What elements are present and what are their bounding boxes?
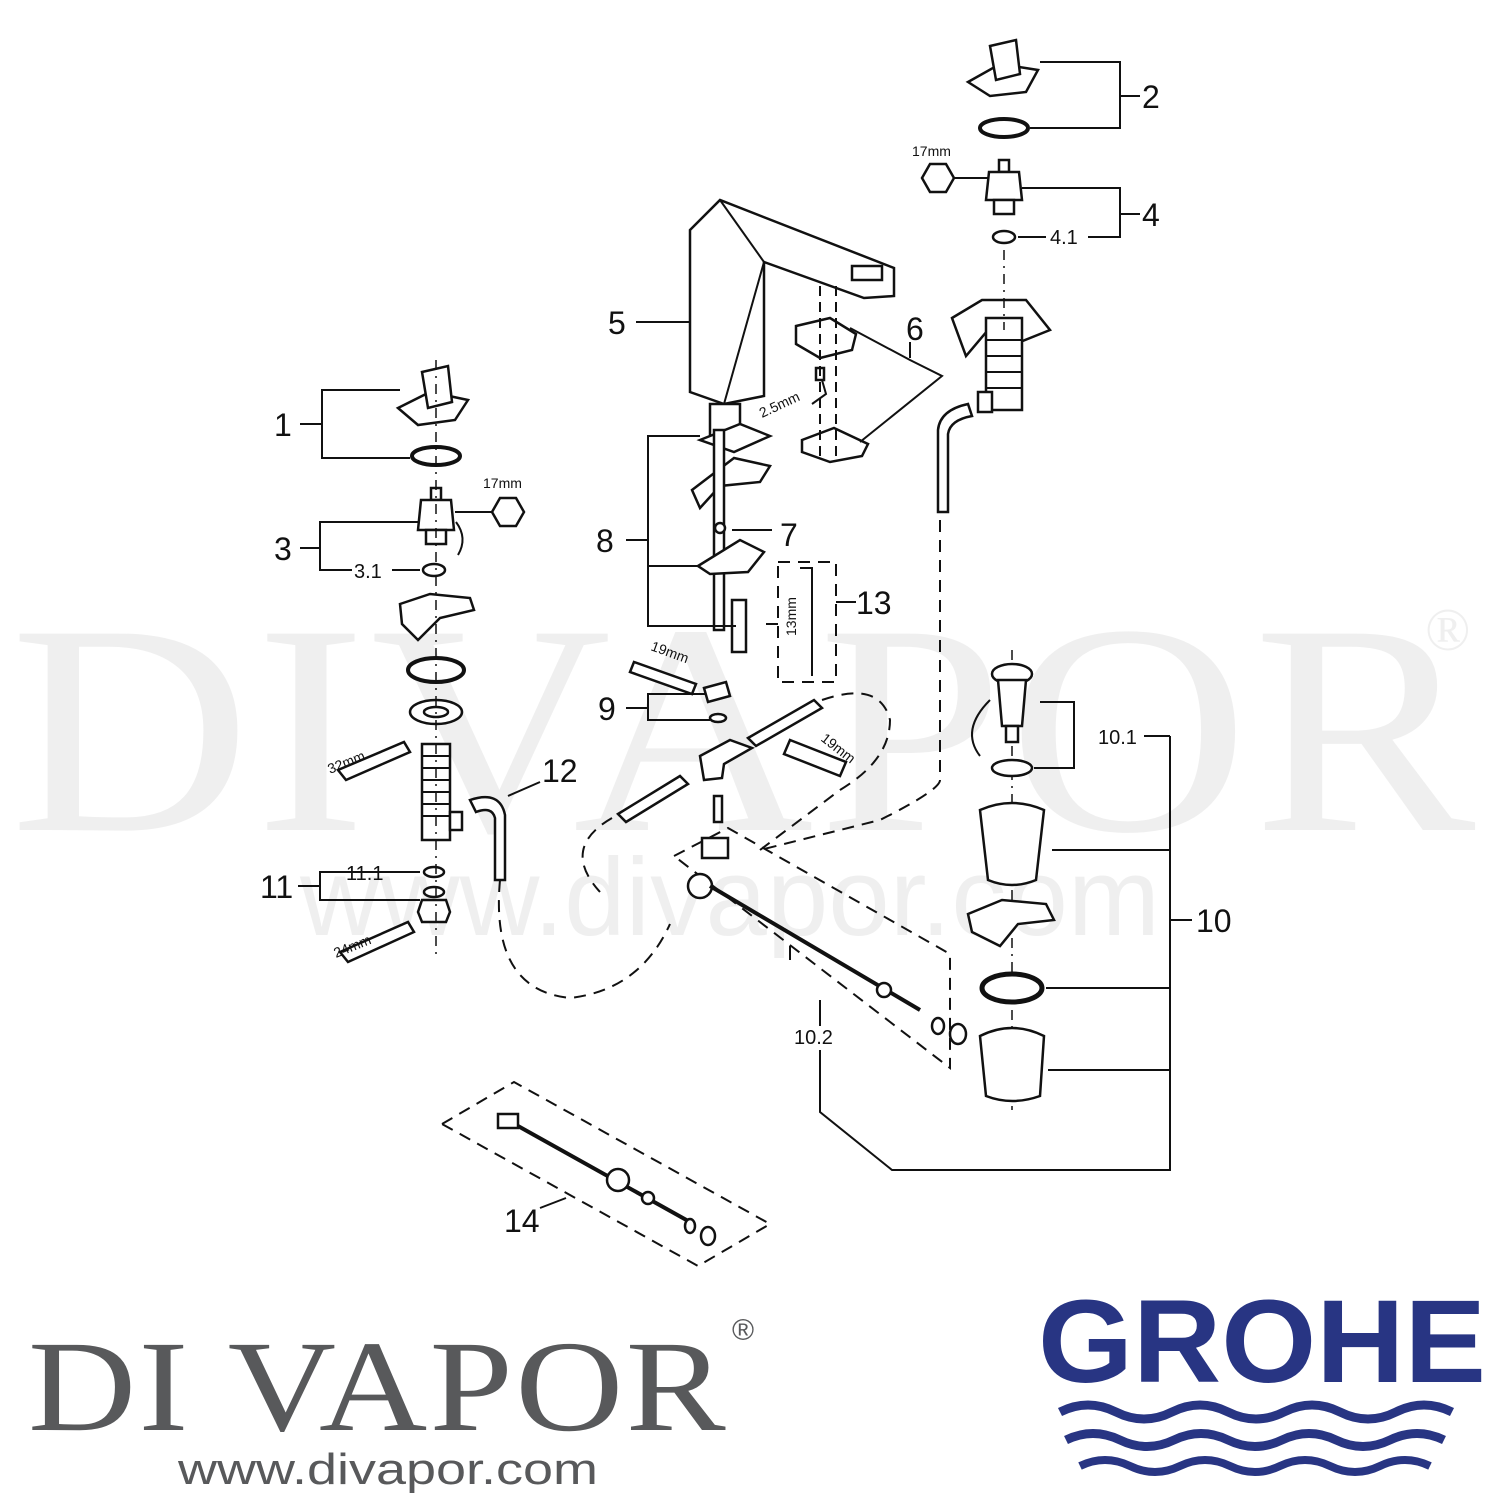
label-part-10-1: 10.1: [1098, 727, 1137, 749]
label-part-3: 3: [274, 531, 292, 567]
label-part-12: 12: [542, 753, 578, 789]
wrench-19mm-right-icon: [782, 738, 848, 778]
left-lock-nut: [416, 898, 452, 924]
allen-key-icon: [811, 379, 828, 405]
grohe-wave-1: [1057, 1400, 1455, 1424]
label-part-9: 9: [598, 691, 616, 727]
right-handle-blade: [988, 38, 1022, 82]
waste-tail: [978, 1026, 1046, 1103]
wrench-32mm-icon: [335, 740, 412, 782]
pop-up-waste-assembly: [672, 662, 1056, 1103]
hose-right-fitting: [745, 698, 825, 748]
brand-url: www.divapor.com: [177, 1445, 598, 1494]
wrench-24mm-icon: [338, 920, 416, 964]
plug-seal: [990, 758, 1034, 778]
popup-plug-stem: [996, 678, 1028, 728]
label-part-13: 13: [856, 585, 892, 621]
tool-17mm-right: 17mm: [912, 143, 951, 159]
waste-escutcheon: [966, 898, 1056, 948]
drive-disc: [686, 872, 714, 900]
hex-nut-9: [702, 680, 732, 704]
grohe-logo: GROHE: [1038, 1276, 1486, 1476]
part-14-kit: [439, 1080, 773, 1268]
sensor-window: [850, 264, 884, 282]
right-cartridge: [984, 170, 1024, 202]
rotate-arrow: [455, 521, 464, 556]
label-part-11-1: 11.1: [346, 863, 383, 885]
spout-escutcheon: [690, 456, 772, 511]
left-hose: [468, 795, 507, 882]
left-lock-washer: [422, 865, 446, 879]
left-handle-blade: [420, 364, 454, 410]
spout-assembly: 2.5mm 19mm 13mm 19mm: [615, 198, 896, 824]
left-cartridge: [416, 498, 456, 532]
label-part-3-1: 3.1: [354, 561, 382, 583]
label-part-8: 8: [596, 523, 614, 559]
waste-gasket: [979, 971, 1045, 1005]
sensor-cover-top: [794, 316, 858, 360]
tool-13mm: 13mm: [783, 597, 799, 636]
label-part-10-2: 10.2: [794, 1027, 833, 1049]
part-7-washer: [713, 521, 727, 535]
label-part-2: 2: [1142, 79, 1160, 115]
leader-lines: [298, 61, 1192, 1209]
grohe-wordmark: GROHE: [1038, 1276, 1486, 1408]
left-escutcheon: [398, 592, 476, 642]
right-small-oring: [991, 229, 1017, 245]
right-oring: [978, 117, 1030, 139]
left-small-oring: [421, 562, 447, 578]
label-part-10: 10: [1196, 903, 1232, 939]
label-part-7: 7: [780, 517, 798, 553]
allen-key-13mm-icon: [800, 567, 813, 676]
label-part-5: 5: [608, 305, 626, 341]
label-part-14: 14: [504, 1203, 540, 1239]
label-part-11: 11: [260, 869, 293, 905]
right-hose: [936, 402, 974, 514]
brand-registered-mark: ®: [732, 1314, 754, 1347]
tool-17mm-left: 17mm: [483, 475, 522, 491]
hex-nut-icon: [490, 496, 526, 528]
label-part-6: 6: [906, 311, 924, 347]
part-labels: 1 2 3 3.1 4 4.1 5 6 7 8 9 10 10.1 10.2 1…: [260, 79, 1232, 1239]
watermark-reg: ®: [1425, 597, 1475, 663]
c-clamp: [695, 538, 766, 576]
hex-nut-icon-right: [920, 162, 956, 194]
waste-body: [978, 801, 1046, 887]
label-part-4: 4: [1142, 197, 1160, 233]
label-part-1: 1: [274, 407, 292, 443]
label-part-4-1: 4.1: [1050, 227, 1078, 249]
brand-name: DI VAPOR: [28, 1315, 728, 1459]
grohe-wave-2: [1064, 1429, 1446, 1451]
spout-body: [688, 198, 896, 406]
hose-left-fitting: [615, 774, 691, 824]
sensor-cover-bottom: [800, 426, 870, 464]
tee-connector: [698, 738, 755, 782]
part-13-box: [777, 561, 837, 683]
right-valve-assembly: 17mm: [912, 38, 1053, 514]
grohe-wave-3: [1078, 1456, 1432, 1476]
divapor-logo: DI VAPOR ® www.divapor.com: [28, 1314, 754, 1494]
